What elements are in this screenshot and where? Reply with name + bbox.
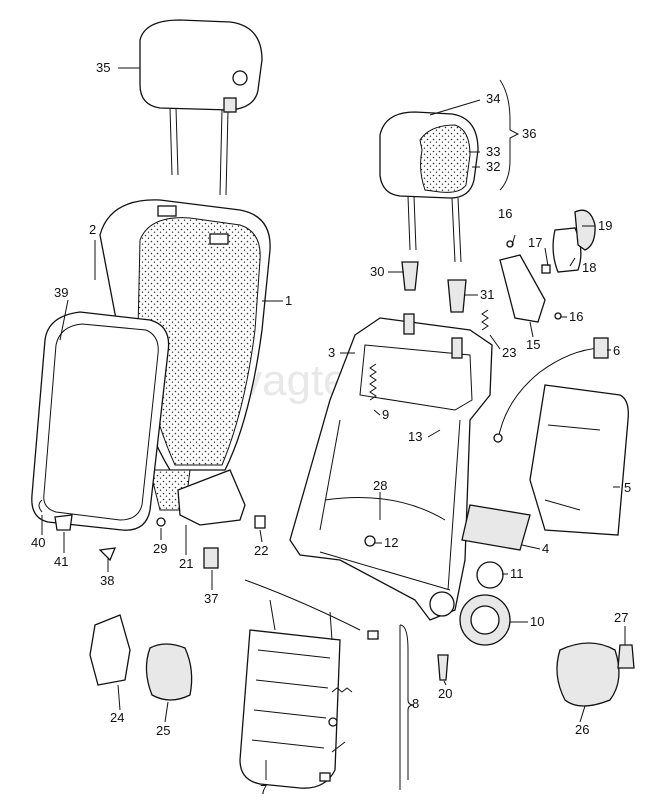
spring-9-icon <box>369 363 377 401</box>
label-34: 34 <box>486 91 500 106</box>
label-12: 12 <box>384 535 398 550</box>
label-38: 38 <box>100 573 114 588</box>
label-7: 7 <box>260 782 267 797</box>
label-24: 24 <box>110 710 124 725</box>
lumbar-support-icon <box>239 579 361 789</box>
label-8: 8 <box>412 696 419 711</box>
label-30: 30 <box>370 264 384 279</box>
label-2: 2 <box>89 222 96 237</box>
cover-25-icon <box>145 643 193 701</box>
guide-sleeve-30-icon <box>401 261 419 291</box>
label-41: 41 <box>54 554 68 569</box>
label-4: 4 <box>542 541 549 556</box>
guide-sleeve-31-icon <box>447 279 467 313</box>
label-35: 35 <box>96 60 110 75</box>
label-5: 5 <box>624 480 631 495</box>
clip-38-icon <box>98 547 117 562</box>
screw-12-icon <box>364 535 376 547</box>
label-40: 40 <box>31 535 45 550</box>
screw-29-icon <box>156 517 166 527</box>
cable-eye-icon <box>493 433 503 443</box>
label-13: 13 <box>408 429 422 444</box>
backrest-panel-4 <box>461 504 531 551</box>
label-31: 31 <box>480 287 494 302</box>
clip-37-icon <box>203 547 219 569</box>
trim-24-icon <box>89 614 131 686</box>
label-18: 18 <box>582 260 596 275</box>
back-panel-icon <box>31 311 170 531</box>
label-33: 33 <box>486 144 500 159</box>
label-15: 15 <box>526 337 540 352</box>
label-27: 27 <box>614 610 628 625</box>
cable-connector-icon <box>593 337 609 359</box>
label-21: 21 <box>179 556 193 571</box>
clip-41-icon <box>54 514 73 531</box>
label-23: 23 <box>502 345 516 360</box>
side-trim-21-icon <box>177 469 246 526</box>
lumbar-small-parts <box>319 630 379 782</box>
label-6: 6 <box>613 343 620 358</box>
label-20: 20 <box>438 686 452 701</box>
label-17: 17 <box>528 235 542 250</box>
label-36: 36 <box>522 126 536 141</box>
clip-22-icon <box>254 515 266 529</box>
label-32: 32 <box>486 159 500 174</box>
bolt-20-icon <box>437 654 449 681</box>
spring-23-icon <box>481 309 489 331</box>
label-11: 11 <box>510 566 524 581</box>
label-37: 37 <box>204 591 218 606</box>
label-39: 39 <box>54 285 68 300</box>
handwheel-icon <box>459 561 511 646</box>
cap-26-icon <box>556 642 620 707</box>
seat-frame-icon <box>289 313 493 621</box>
headrest-cover-icon <box>379 111 479 263</box>
label-29: 29 <box>153 541 167 556</box>
label-26: 26 <box>575 722 589 737</box>
label-22: 22 <box>254 543 268 558</box>
label-16a: 16 <box>498 206 512 221</box>
leader-lines <box>41 67 626 780</box>
label-10: 10 <box>530 614 544 629</box>
clip-40-icon <box>38 499 43 513</box>
cap-27-icon <box>617 644 635 669</box>
label-28: 28 <box>373 478 387 493</box>
part-labels: 35 34 33 32 36 2 39 1 3 30 31 9 13 28 12… <box>31 60 631 797</box>
backrest-panel-5 <box>529 384 629 536</box>
label-1: 1 <box>285 293 292 308</box>
label-19: 19 <box>598 218 612 233</box>
lever-assembly-icon <box>499 209 596 323</box>
cable-6 <box>497 347 601 441</box>
label-9: 9 <box>382 407 389 422</box>
headrest-icon <box>139 19 263 196</box>
label-3: 3 <box>328 345 335 360</box>
label-25: 25 <box>156 723 170 738</box>
label-16b: 16 <box>569 309 583 324</box>
